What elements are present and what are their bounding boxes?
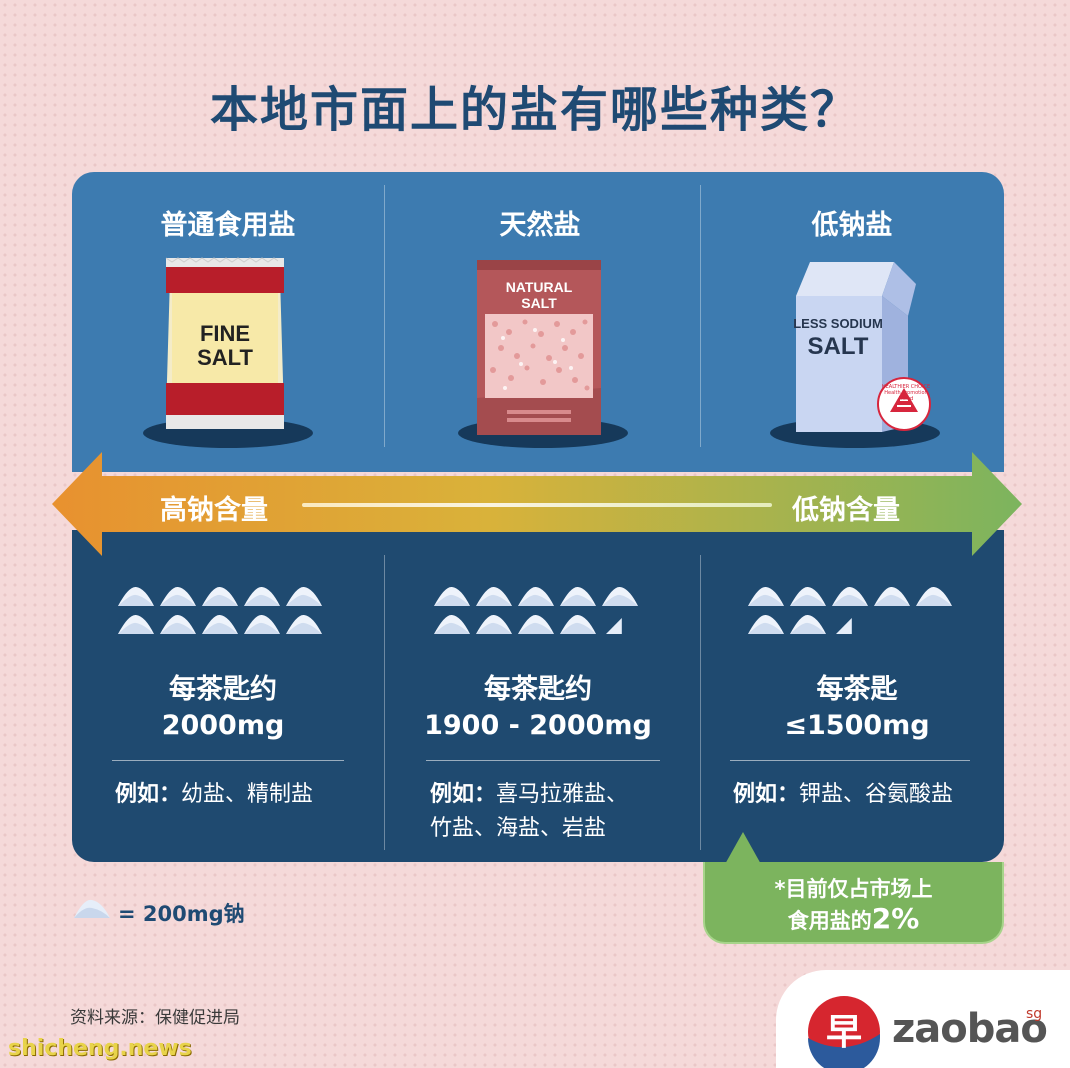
column-divider: [700, 185, 701, 447]
salt-pile-icon: [160, 614, 196, 634]
fine-salt-label-line1: FINE: [200, 321, 250, 346]
zaobao-wordmark: zaobao: [892, 1006, 1048, 1052]
regular-salt-sodium-amount: 每茶匙约 2000mg: [68, 672, 378, 744]
per-teaspoon-label: 每茶匙: [816, 674, 898, 705]
example-line: 幼盐、精制盐: [181, 782, 314, 807]
low-sodium-label: 低钠含量: [792, 495, 900, 526]
sodium-panel: [72, 530, 1004, 862]
sodium-value: 1900 - 2000mg: [424, 710, 652, 741]
salt-pile-group-natural: [434, 586, 638, 634]
salt-pile-icon: [748, 586, 784, 606]
arrow-center-line: [302, 503, 772, 507]
zaobao-logo-icon: 早: [808, 996, 880, 1068]
salt-pile-icon: [560, 614, 596, 634]
column-title-natural-salt: 天然盐: [499, 210, 581, 241]
salt-pile-icon: [916, 586, 952, 606]
salt-pile-icon: [602, 586, 638, 606]
divider-line: [730, 760, 970, 761]
logo-glyph: 早: [826, 1012, 862, 1053]
less-sodium-salt-box-icon: LESS SODIUM SALT: [793, 262, 931, 432]
salt-pile-icon: [286, 614, 322, 634]
market-share-note: [703, 862, 1004, 944]
salt-pile-icon: [118, 614, 154, 634]
salt-pile-icon: [476, 586, 512, 606]
salt-pile-group-regular: [118, 586, 322, 634]
salt-pile-icon: [790, 614, 826, 634]
salt-pile-icon: [202, 614, 238, 634]
badge-text-line1: HEALTHIER CHOICE: [881, 384, 931, 390]
zaobao-suffix: sg: [1026, 1006, 1043, 1022]
natural-salt-bag-icon: NATURAL SALT: [477, 260, 601, 435]
salt-pile-icon: [836, 618, 852, 634]
example-label: 例如：: [115, 782, 182, 807]
page-title: 本地市面上的盐有哪些种类？: [209, 82, 860, 138]
natural-salt-label-line1: NATURAL: [506, 279, 573, 295]
less-sodium-label-line1: LESS SODIUM: [793, 316, 883, 331]
salt-pile-icon: [560, 586, 596, 606]
salt-pile-icon: [286, 586, 322, 606]
regular-salt-examples: 例如：幼盐、精制盐: [115, 778, 313, 812]
per-teaspoon-label: 每茶匙约: [484, 674, 592, 705]
salt-pile-icon: [790, 586, 826, 606]
column-title-regular-salt: 普通食用盐: [160, 210, 296, 241]
column-divider: [700, 555, 701, 850]
low-sodium-salt-examples: 例如：钾盐、谷氨酸盐: [733, 778, 953, 812]
divider-line: [426, 760, 660, 761]
natural-salt-label-line2: SALT: [521, 295, 557, 311]
column-divider: [384, 555, 385, 850]
sodium-value: 2000mg: [161, 710, 285, 741]
high-sodium-label: 高钠含量: [160, 495, 268, 526]
salt-pile-icon: [118, 586, 154, 606]
watermark: shicheng.news: [8, 1036, 192, 1061]
salt-pile-icon: [160, 586, 196, 606]
low-sodium-salt-sodium-amount: 每茶匙 ≤1500mg: [702, 672, 1012, 744]
note-pointer: [724, 832, 762, 866]
column-title-low-sodium-salt: 低钠盐: [811, 210, 893, 241]
salt-pile-icon: [434, 586, 470, 606]
salt-pile-legend-icon: [74, 899, 110, 918]
healthier-choice-badge-text: HEALTHIER CHOICE Health Promotion Board: [878, 384, 934, 402]
note-percent: 2%: [871, 902, 920, 935]
source-note: 资料来源：保健促进局: [70, 1008, 240, 1028]
natural-salt-sodium-amount: 每茶匙约 1900 - 2000mg: [383, 672, 693, 744]
salt-pile-icon: [518, 586, 554, 606]
badge-text-line2: Health Promotion Board: [884, 390, 928, 402]
per-teaspoon-label: 每茶匙约: [169, 674, 277, 705]
column-divider: [384, 185, 385, 447]
note-line2: 食用盐的: [787, 909, 872, 933]
salt-pile-icon: [244, 586, 280, 606]
fine-salt-bag-icon: FINE SALT: [165, 257, 284, 429]
example-label: 例如：: [733, 782, 800, 807]
salt-pile-icon: [606, 618, 622, 634]
salt-pile-icon: [202, 586, 238, 606]
less-sodium-label-line2: SALT: [808, 333, 869, 360]
salt-pile-group-low-sodium: [748, 586, 952, 634]
salt-pile-icon: [518, 614, 554, 634]
example-label: 例如：: [430, 782, 497, 807]
market-share-note-text: *目前仅占市场上 食用盐的2%: [703, 874, 1004, 936]
salt-pile-icon: [434, 614, 470, 634]
fine-salt-label-line2: SALT: [197, 345, 253, 370]
salt-pile-icon: [244, 614, 280, 634]
example-line: 竹盐、海盐、岩盐: [430, 816, 607, 841]
salt-pile-icon: [832, 586, 868, 606]
salt-pile-icon: [874, 586, 910, 606]
example-line: 喜马拉雅盐、: [496, 782, 629, 807]
example-line: 钾盐、谷氨酸盐: [799, 782, 954, 807]
salt-pile-icon: [748, 614, 784, 634]
legend-text: = 200mg钠: [118, 902, 245, 926]
divider-line: [112, 760, 344, 761]
note-line1: *目前仅占市场上: [774, 877, 933, 901]
salt-pile-icon: [476, 614, 512, 634]
natural-salt-examples: 例如：喜马拉雅盐、 竹盐、海盐、岩盐: [430, 778, 628, 846]
sodium-value: ≤1500mg: [784, 710, 930, 741]
